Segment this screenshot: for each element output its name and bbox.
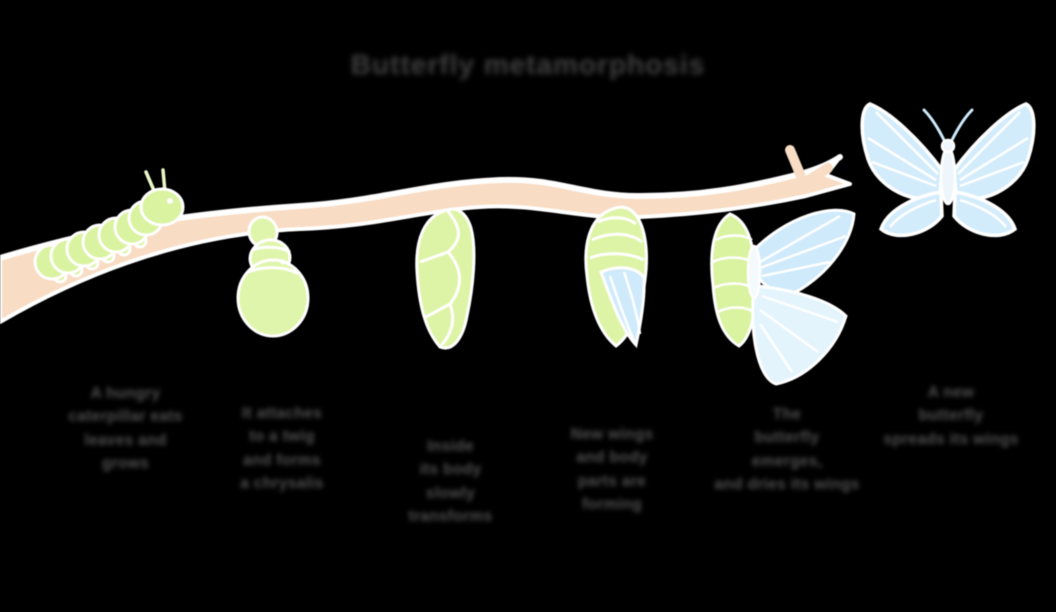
adult-butterfly-illustration (860, 102, 1036, 238)
chrysalis-illustration (415, 207, 476, 350)
diagram-title: Butterfly metamorphosis (350, 49, 706, 80)
branch-illustration (0, 154, 852, 324)
caption-hanging-caterpillar: It attaches to a twig and forms a chrysa… (240, 405, 324, 492)
caption-emerging-butterfly: The butterfly emerges, and dries its win… (714, 406, 860, 493)
caption-transparent-chrysalis: New wings and body parts are forming (570, 426, 654, 513)
caterpillar-illustration (33, 168, 185, 284)
caption-caterpillar: A hungry caterpillar eats leaves and gro… (68, 385, 183, 472)
caption-chrysalis: Inside its body slowly transforms (408, 438, 493, 525)
transparent-chrysalis-illustration (584, 205, 648, 349)
emerging-butterfly-illustration (710, 145, 856, 386)
caption-adult-butterfly: A new butterfly spreads its wings (883, 384, 1019, 448)
hanging-caterpillar-illustration (236, 215, 310, 338)
